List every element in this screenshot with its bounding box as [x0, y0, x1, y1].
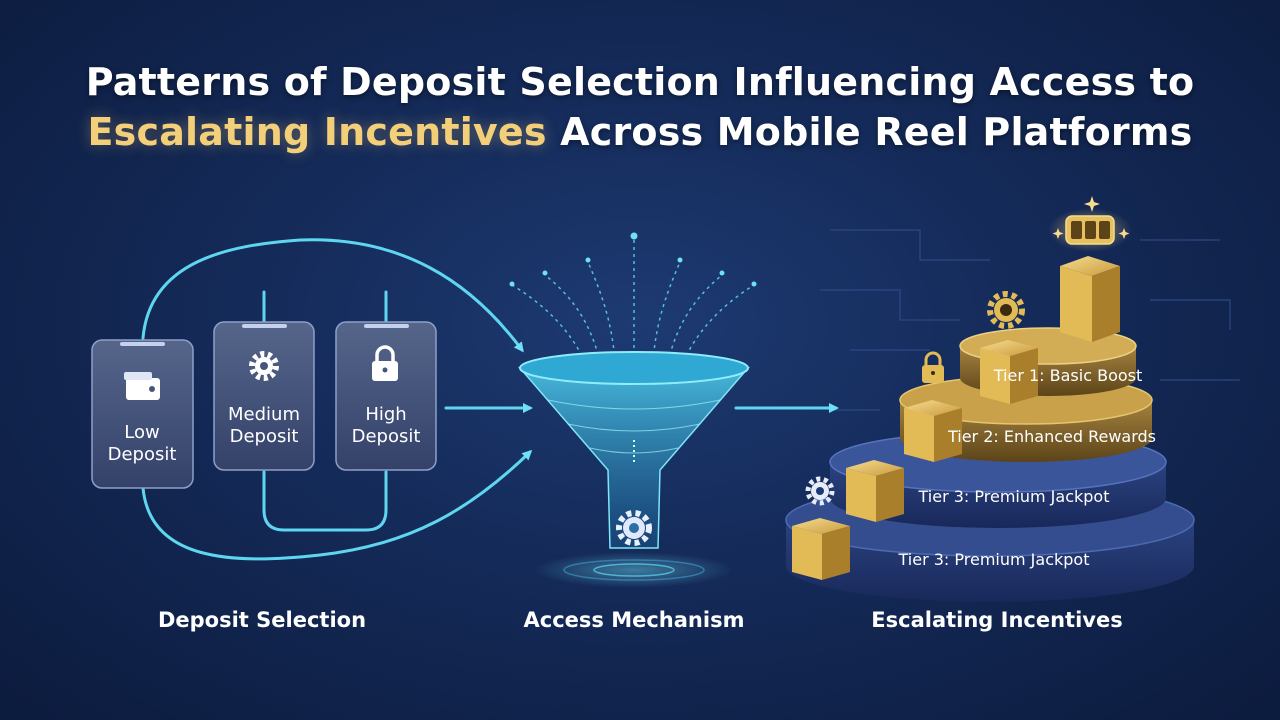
title-line-1: Patterns of Deposit Selection Influencin…: [85, 60, 1195, 104]
tier-label-2: Tier 2: Enhanced Rewards: [947, 427, 1156, 446]
deposit-label-low-1: Low: [124, 422, 159, 443]
title-line-2-rest: Across Mobile Reel Platforms: [546, 110, 1193, 154]
funnel: [517, 351, 751, 588]
lock-icon: [372, 345, 398, 381]
funnel-gear-icon: [616, 510, 652, 546]
tier-label-3: Tier 3: Premium Jackpot: [918, 487, 1110, 506]
section-label-access-mechanism: Access Mechanism: [523, 608, 745, 632]
slot-machine-icon: [1048, 196, 1132, 252]
deposit-card-high[interactable]: High Deposit: [335, 321, 437, 471]
section-label-escalating-incentives: Escalating Incentives: [871, 608, 1123, 632]
deposit-card-low[interactable]: Low Deposit: [91, 339, 194, 489]
deposit-connectors: [141, 238, 839, 561]
gold-cube-tier-1: [980, 340, 1038, 404]
white-gear-icon: [805, 476, 835, 506]
section-label-deposit-selection: Deposit Selection: [157, 608, 367, 632]
circuit-lines: [820, 229, 1240, 411]
wallet-icon: [124, 372, 160, 400]
deposit-label-medium-2: Deposit: [230, 426, 299, 447]
gold-gear-icon: [987, 291, 1025, 329]
title-line-2: Escalating Incentives Across Mobile Reel…: [0, 110, 1280, 154]
funnel-rays: [511, 238, 755, 363]
gear-icon: [249, 351, 279, 381]
gold-lock-icon: [922, 351, 944, 383]
podium: [785, 327, 1195, 602]
deposit-label-low-2: Deposit: [108, 444, 177, 465]
deposit-label-high-2: Deposit: [352, 426, 421, 447]
gold-cube-tier-2: [904, 400, 962, 462]
medium-high-bottom-link: [262, 470, 388, 532]
deposit-label-medium-1: Medium: [228, 404, 300, 425]
ray-dots: [509, 232, 757, 287]
gold-cube-top: [1060, 256, 1120, 342]
top-arc-connector: [141, 238, 524, 353]
title-highlight: Escalating Incentives: [87, 110, 547, 154]
tier-label-1: Tier 1: Basic Boost: [993, 366, 1143, 385]
bottom-arc-connector: [141, 449, 533, 561]
gold-cube-tier-3: [846, 460, 904, 522]
tier-label-4: Tier 3: Premium Jackpot: [898, 550, 1090, 569]
deposit-card-medium[interactable]: Medium Deposit: [213, 321, 315, 471]
gold-cube-tier-4: [792, 518, 850, 580]
deposit-label-high-1: High: [365, 404, 406, 425]
